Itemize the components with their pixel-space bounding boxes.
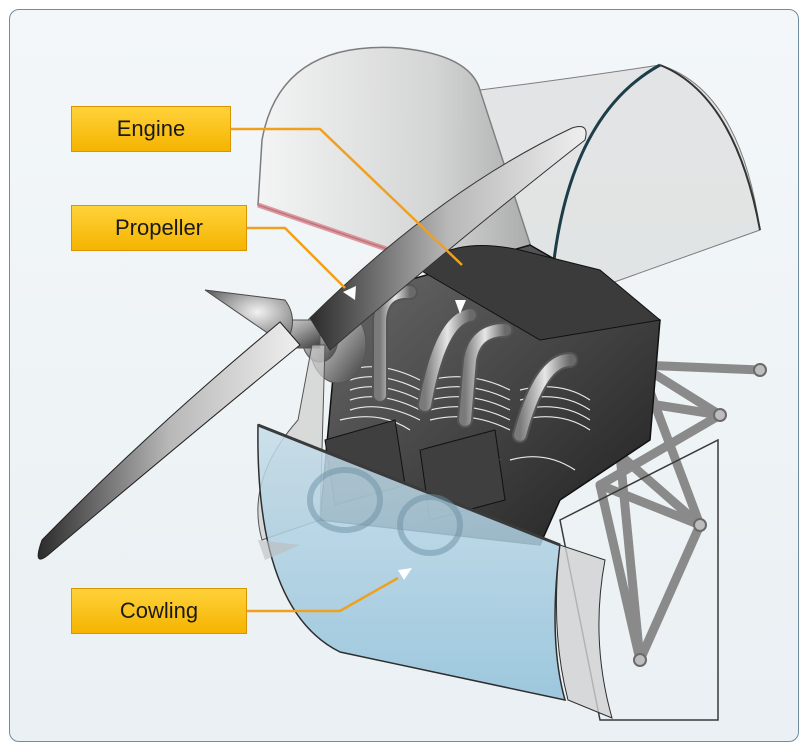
engine-label: Engine: [71, 106, 231, 152]
engine-label-text: Engine: [116, 116, 186, 141]
leader-lines: [231, 127, 463, 613]
cowling-label-text: Cowling: [119, 598, 199, 623]
leader-arrowheads: [343, 286, 466, 580]
cowling-label: Cowling: [71, 588, 247, 634]
lower-cowling: [257, 344, 613, 719]
propeller-label: Propeller: [71, 205, 247, 251]
propeller-label-text: Propeller: [114, 215, 204, 240]
upper-cowling: [257, 46, 761, 308]
